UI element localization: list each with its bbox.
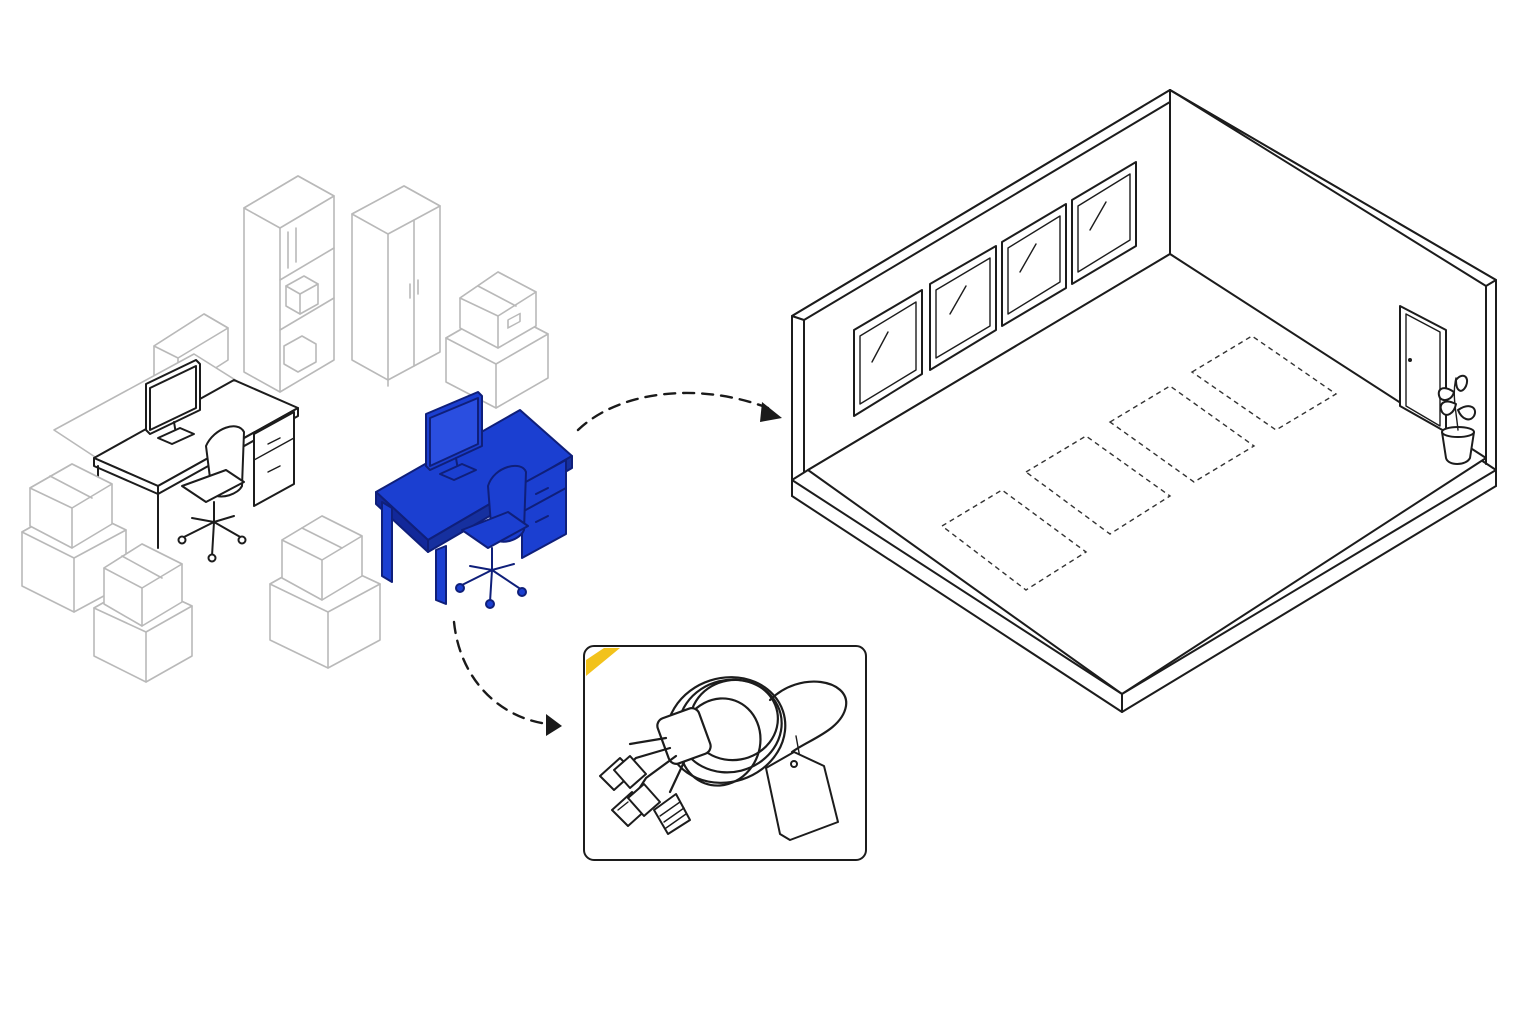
cardboard-box-icon (269, 515, 381, 669)
plant-icon (1437, 374, 1476, 465)
corner-marker (586, 648, 620, 676)
office-chair-icon (455, 464, 529, 609)
monitor-icon (425, 391, 483, 481)
selected-workstation[interactable] (375, 391, 573, 609)
cardboard-box-icon (21, 463, 127, 613)
cardboard-box-icon (445, 271, 549, 409)
window-icon (929, 245, 997, 371)
desk-slot[interactable] (1190, 335, 1338, 431)
desk-slot[interactable] (940, 489, 1088, 591)
bookshelf-icon (243, 175, 335, 393)
cabinet-icon (351, 185, 441, 387)
arrow-to-cables (452, 620, 562, 736)
plug-hdmi-icon (599, 755, 647, 791)
existing-office-cluster (21, 175, 549, 683)
window-icon (1001, 203, 1067, 327)
tag-icon (765, 735, 839, 841)
desk-slot[interactable] (1024, 435, 1172, 535)
new-room (791, 89, 1497, 713)
plug-ethernet-icon (653, 793, 691, 835)
monitor-icon (145, 359, 201, 445)
arrow-to-new-room (576, 391, 782, 432)
desk-slot[interactable] (1108, 385, 1256, 483)
cable-bundle-card[interactable] (583, 645, 867, 861)
window-icon (853, 289, 923, 417)
office-chair-icon (177, 425, 247, 563)
cable-bundle-icon (610, 676, 848, 808)
cardboard-box-icon (93, 543, 193, 683)
window-icon (1071, 161, 1137, 285)
plug-usb-icon (611, 783, 661, 827)
